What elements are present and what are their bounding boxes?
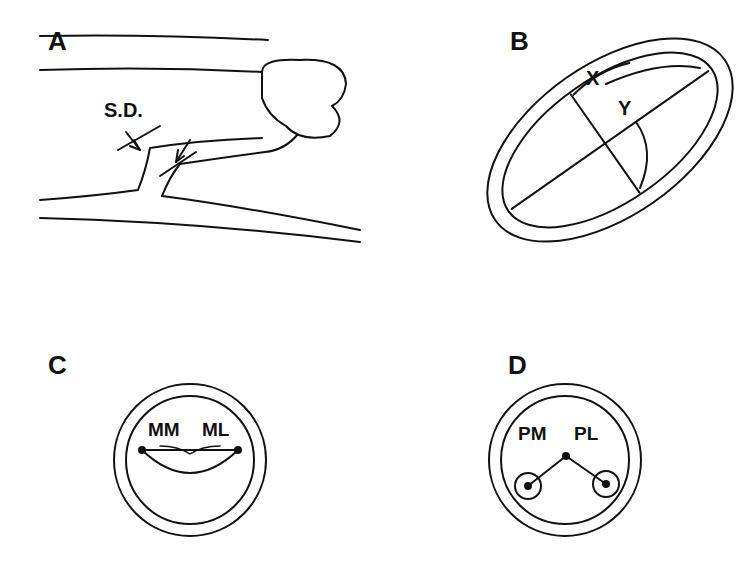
axis-label: Y [618, 98, 631, 118]
annulus-ellipse [452, 0, 752, 283]
bracket [606, 66, 700, 84]
point-label: ML [202, 420, 229, 439]
point-label: MM [148, 420, 180, 439]
valve-circle [489, 384, 641, 536]
dimension-label: S.D. [104, 100, 143, 120]
point-label: PL [574, 424, 598, 443]
panel-letter: D [508, 352, 527, 378]
vessel-drawing [40, 36, 360, 243]
panel-letter: A [48, 28, 67, 54]
valve-circle [114, 384, 266, 536]
axis-label: X [586, 68, 599, 88]
panel-letter: B [510, 28, 529, 54]
point-label: PM [518, 424, 547, 443]
panel-letter: C [48, 352, 67, 378]
bracket [636, 122, 647, 188]
